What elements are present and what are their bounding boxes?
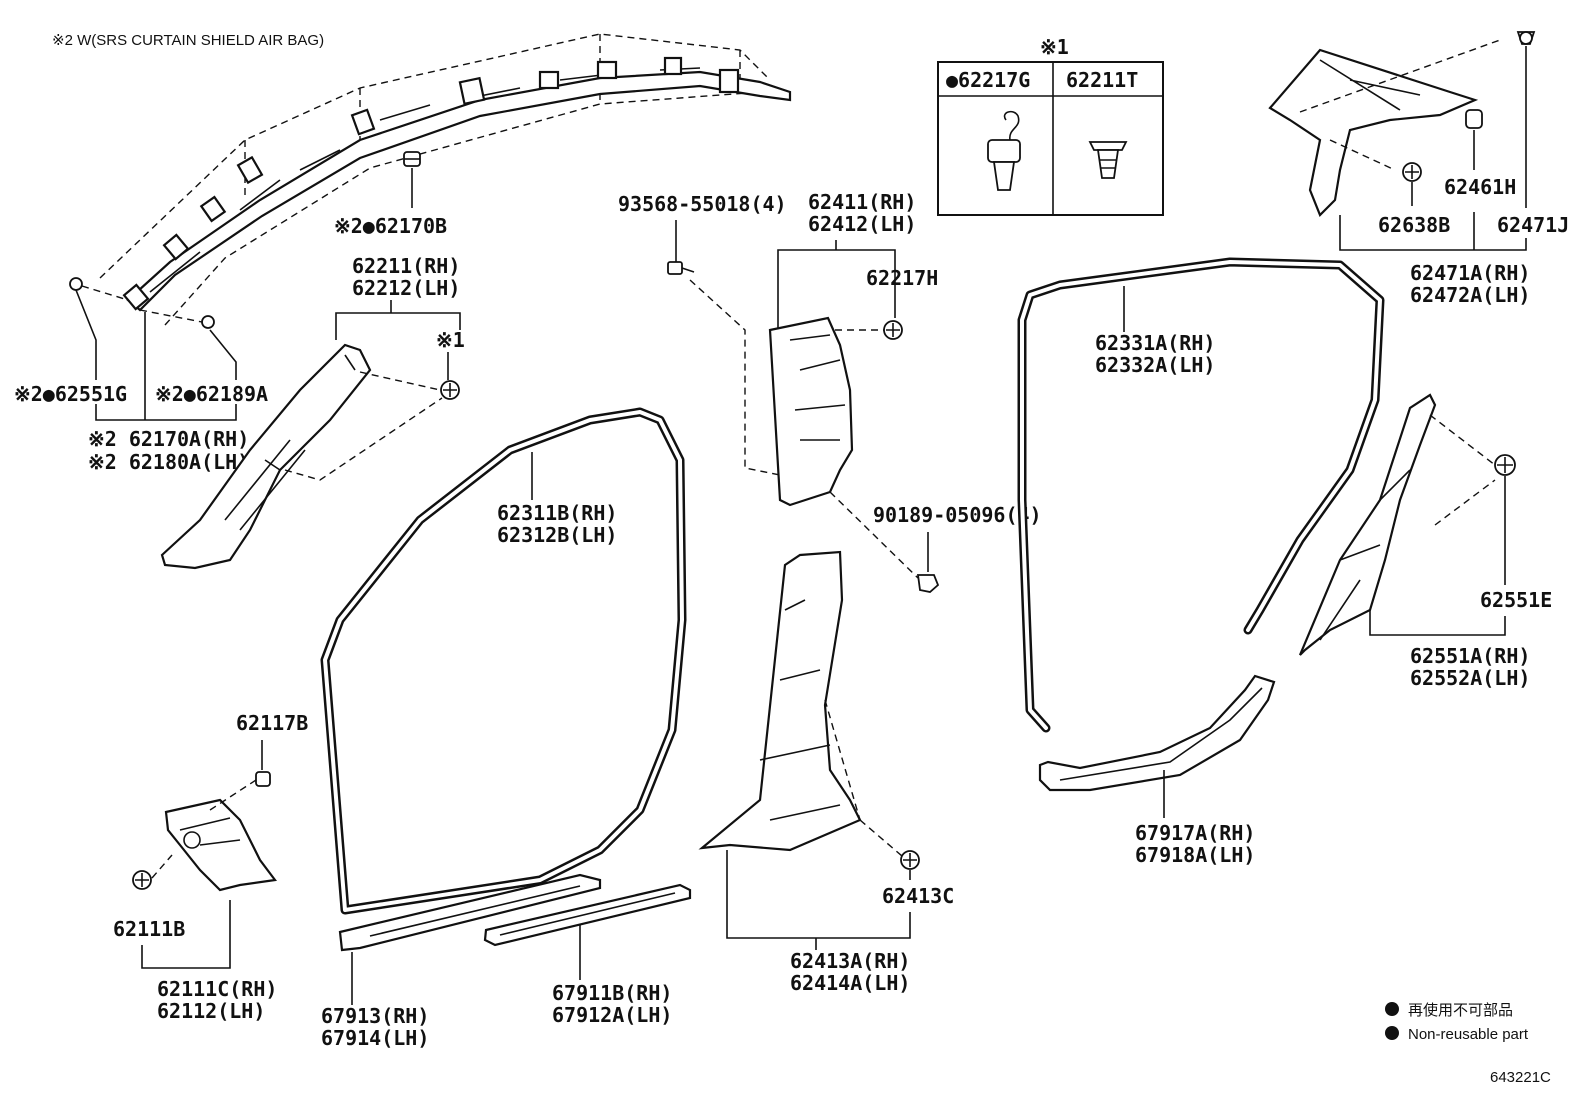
clip-62551e-icon [1494,454,1516,476]
non-reusable-dot-icon [1385,1026,1399,1040]
label-62411: 62411(RH) [808,190,916,214]
center-pillar-garnish-62411 [768,316,854,507]
inset-col-right: 62211T [1066,68,1138,92]
label-62413a: 62413A(RH) [790,949,910,973]
clip-62170b-icon [403,151,421,167]
label-90189: 90189-05096(4) [873,503,1042,527]
figure-code: 643221C [1490,1069,1551,1086]
label-62332a: 62332A(LH) [1095,353,1215,377]
legend-en: Non-reusable part [1408,1026,1529,1043]
label-67912a: 67912A(LH) [552,1003,672,1027]
label-67917a: 67917A(RH) [1135,821,1255,845]
label-62311b: 62311B(RH) [497,501,617,525]
front-door-weatherstrip [320,407,687,915]
clip-62471j-icon [1516,31,1536,45]
label-62413c: 62413C [882,884,954,908]
clip-62217h-icon [883,320,903,340]
inset-mark: ※1 [1040,35,1069,59]
label-62111c: 62111C(RH) [157,977,277,1001]
label-62170b: ※2●62170B [334,214,447,238]
nut-90189-icon [916,574,940,593]
label-62412: 62412(LH) [808,212,916,236]
label-62217h: 62217H [866,266,938,290]
clip-62638b-icon [1402,162,1422,182]
inset-table [937,61,1164,216]
header-note: ※2 W(SRS CURTAIN SHIELD AIR BAG) [52,32,324,49]
label-62117b: 62117B [236,711,308,735]
scuff-plate-67913 [338,873,602,952]
quarter-garnish-62471a [1268,39,1501,217]
inset-col-left: ●62217G [946,68,1030,92]
label-62414a: 62414A(LH) [790,971,910,995]
label-62472a: 62472A(LH) [1410,283,1530,307]
clip-62189a-icon [201,315,215,329]
clip-62111b-icon [132,870,152,890]
label-93568: 93568-55018(4) [618,192,787,216]
clip-62117b-icon [255,771,271,787]
clip-62211-icon [440,380,460,400]
label-67918a: 67918A(LH) [1135,843,1255,867]
clip-62217g-icon [987,110,1021,191]
scuff-plate-67917a [1038,674,1276,792]
cowl-side-trim-62111c [164,798,277,892]
pillar-garnish-62211 [160,343,372,570]
label-62211: 62211(RH) [352,254,460,278]
center-pillar-lower-garnish [698,550,862,852]
clip-62461h-icon [1465,109,1483,129]
roof-side-garnish-62551a [1298,393,1496,656]
rear-door-weatherstrip [1017,257,1385,733]
scuff-plate-67911b [483,883,692,947]
non-reusable-dot-icon [1385,1002,1399,1016]
label-62312b: 62312B(LH) [497,523,617,547]
label-62551e: 62551E [1480,588,1552,612]
label-62471a: 62471A(RH) [1410,261,1530,285]
label-62471j: 62471J [1497,213,1569,237]
curtain-airbag-assembly [99,33,792,326]
label-62112: 62112(LH) [157,999,265,1023]
legend: 再使用不可部品 Non-reusable part [1385,1002,1529,1043]
clip-62551g-icon [69,277,83,291]
label-62551a: 62551A(RH) [1410,644,1530,668]
label-67914: 67914(LH) [321,1026,429,1050]
clip-62211t-icon [1088,141,1128,179]
label-67911b: 67911B(RH) [552,981,672,1005]
label-62331a: 62331A(RH) [1095,331,1215,355]
label-67913: 67913(RH) [321,1004,429,1028]
legend-jp: 再使用不可部品 [1408,1002,1513,1019]
label-62552a: 62552A(LH) [1410,666,1530,690]
bolt-93568-icon [667,261,695,275]
label-62212: 62212(LH) [352,276,460,300]
label-62189a: ※2●62189A [155,382,268,406]
label-62111b: 62111B [113,917,185,941]
label-mark1: ※1 [436,328,465,352]
clip-62413c-icon [900,850,920,870]
label-62638b: 62638B [1378,213,1450,237]
label-62461h: 62461H [1444,175,1516,199]
label-62551g: ※2●62551G [14,382,127,406]
label-62180a: ※2 62180A(LH) [88,450,249,474]
label-62170a: ※2 62170A(RH) [88,427,249,451]
